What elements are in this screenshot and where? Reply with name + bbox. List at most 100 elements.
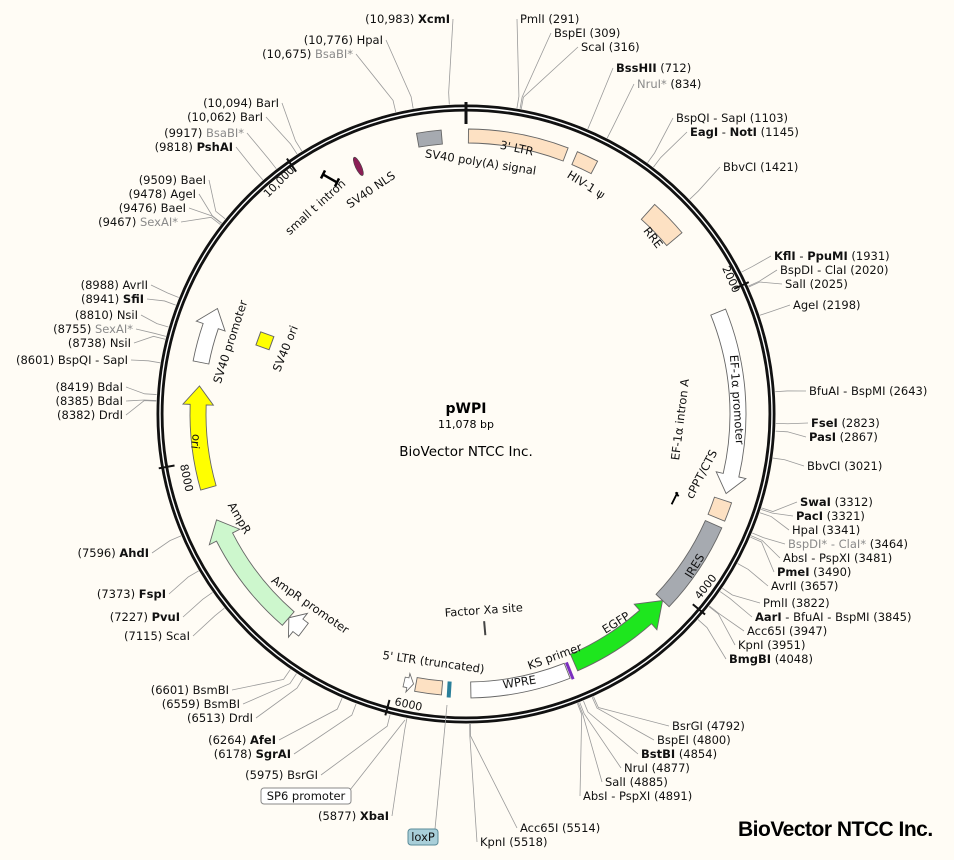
enzyme-site-label[interactable]: (8988) AvrII	[81, 278, 148, 292]
enzyme-name: EagI	[690, 125, 718, 139]
enzyme-site-label[interactable]: (10,675) BsaBI*	[262, 47, 353, 61]
enzyme-leader-line	[606, 83, 635, 139]
enzyme-site-label[interactable]: (8385) BdaI	[55, 394, 123, 408]
enzyme-site-label[interactable]: PmeI (3490)	[777, 565, 851, 579]
feature-label-sp6-promoter: SP6 promoter	[267, 789, 346, 803]
enzyme-position: (10,062)	[187, 110, 236, 124]
enzyme-site-label[interactable]: SalI (4885)	[605, 775, 668, 789]
enzyme-site-label[interactable]: BspEI (309)	[554, 26, 620, 40]
enzyme-site-label[interactable]: AbsI - PspXI (3481)	[783, 551, 892, 565]
enzyme-site-label[interactable]: (7596) AhdI	[77, 546, 149, 560]
enzyme-site-label[interactable]: (6601) BsmBI	[151, 683, 229, 697]
enzyme-site-label[interactable]: (5877) XbaI	[318, 809, 389, 823]
enzyme-site-label[interactable]: BmgBI (4048)	[729, 652, 813, 666]
enzyme-site-label[interactable]: ScaI (316)	[581, 40, 640, 54]
enzyme-site-label[interactable]: (8738) NsiI	[68, 336, 131, 350]
enzyme-site-label[interactable]: (10,983) XcmI	[365, 12, 450, 26]
enzyme-site-label[interactable]: AbsI - PspXI (4891)	[583, 789, 692, 803]
enzyme-site-label[interactable]: EagI - NotI (1145)	[690, 125, 799, 139]
enzyme-site-label[interactable]: (8810) NsiI	[75, 308, 138, 322]
enzyme-site-label[interactable]: PmlI (3822)	[763, 596, 830, 610]
enzyme-name: Acc65I	[747, 624, 785, 638]
enzyme-site-label[interactable]: (6559) BsmBI	[162, 697, 240, 711]
enzyme-site-label[interactable]: (8755) SexAI*	[53, 322, 133, 336]
feature-label-sv40-ori: SV40 ori	[270, 323, 301, 373]
enzyme-site-label[interactable]: (5975) BsrGI	[245, 768, 318, 782]
enzyme-site-label[interactable]: Acc65I (3947)	[747, 624, 827, 638]
enzyme-position: (6178)	[214, 747, 252, 761]
enzyme-site-label[interactable]: AgeI (2198)	[793, 298, 861, 312]
enzyme-site-label[interactable]: SalI (2025)	[785, 277, 848, 291]
enzyme-position: (712)	[660, 61, 691, 75]
enzyme-site-label[interactable]: PasI (2867)	[809, 430, 878, 444]
enzyme-name: PacI	[796, 509, 823, 523]
enzyme-site-label[interactable]: HpaI (3341)	[792, 523, 860, 537]
enzyme-position: (291)	[548, 12, 579, 26]
enzyme-leader-line	[125, 400, 157, 416]
enzyme-name: XbaI	[360, 809, 389, 823]
enzyme-name: ScaI	[166, 629, 190, 643]
enzyme-site-label[interactable]: (7373) FspI	[97, 587, 166, 601]
enzyme-labels: PmlI (291)BspEI (309)ScaI (316) BssHII (7…	[16, 12, 927, 849]
enzyme-leader-line	[391, 718, 408, 817]
enzyme-site-label[interactable]: (8382) DrdI	[57, 408, 123, 422]
enzyme-site-label[interactable]: BsrGI (4792)	[672, 719, 745, 733]
enzyme-site-label[interactable]: AvrII (3657)	[771, 579, 838, 593]
enzyme-name: BstBI	[641, 747, 675, 761]
enzyme-site-label[interactable]: KflI - PpuMI (1931)	[774, 249, 890, 263]
enzyme-site-label[interactable]: FseI (2823)	[811, 416, 880, 430]
enzyme-leader-line	[760, 509, 794, 517]
enzyme-site-label[interactable]: (8941) SfiI	[81, 292, 144, 306]
enzyme-site-label[interactable]: BfuAI - BspMI (2643)	[809, 384, 927, 398]
enzyme-site-label[interactable]: BspQI - SapI (1103)	[676, 111, 788, 125]
enzyme-site-label[interactable]: (9478) AgeI	[128, 187, 196, 201]
enzyme-leader-lines	[125, 18, 809, 843]
enzyme-site-label[interactable]: (9917) BsaBI*	[164, 126, 244, 140]
enzyme-site-label[interactable]: BbvCI (3021)	[807, 459, 882, 473]
enzyme-leader-line	[719, 591, 753, 618]
enzyme-site-label[interactable]: PacI (3321)	[796, 509, 865, 523]
enzyme-site-label[interactable]: (6264) AfeI	[208, 733, 276, 747]
enzyme-site-label[interactable]: BbvCI (1421)	[723, 160, 798, 174]
enzyme-name: SalI	[605, 775, 626, 789]
enzyme-site-label[interactable]: (10,094) BarI	[203, 96, 279, 110]
enzyme-site-label[interactable]: BspDI* - ClaI* (3464)	[788, 537, 908, 551]
enzyme-name: BspMI	[851, 384, 886, 398]
enzyme-site-label[interactable]: (9818) PshAI	[155, 140, 233, 154]
enzyme-site-label[interactable]: (9467) SexAI*	[98, 215, 178, 229]
enzyme-site-label[interactable]: PmlI (291)	[520, 12, 579, 26]
enzyme-name: SalI	[785, 277, 806, 291]
enzyme-site-label[interactable]: (6178) SgrAI	[214, 747, 291, 761]
enzyme-site-label[interactable]: NruI* (834)	[637, 77, 701, 91]
enzyme-position: (1931)	[851, 249, 889, 263]
enzyme-site-label[interactable]: (7227) PvuI	[110, 610, 180, 624]
enzyme-site-label[interactable]: (8419) BdaI	[55, 380, 123, 394]
enzyme-site-label[interactable]: (9476) BaeI	[119, 201, 186, 215]
enzyme-site-label[interactable]: (6513) DrdI	[187, 711, 253, 725]
enzyme-site-label[interactable]: (10,776) HpaI	[304, 33, 383, 47]
enzyme-site-label[interactable]: BstBI (4854)	[641, 747, 717, 761]
enzyme-leader-line	[265, 116, 298, 155]
enzyme-site-label[interactable]: KpnI (3951)	[738, 638, 805, 652]
enzyme-site-label[interactable]: AarI - BfuAI - BspMI (3845)	[755, 610, 911, 624]
enzyme-site-label[interactable]: (8601) BspQI - SapI	[16, 353, 128, 367]
enzyme-site-label[interactable]: KpnI (5518)	[480, 835, 547, 849]
feature-label-loxp: loxP	[411, 830, 435, 844]
enzyme-leader-line	[748, 269, 778, 287]
5-ltr-truncated-box	[414, 676, 444, 696]
enzyme-site-label[interactable]: (10,062) BarI	[187, 110, 263, 124]
enzyme-site-label[interactable]: BspEI (4800)	[657, 733, 731, 747]
enzyme-site-label[interactable]: SwaI (3312)	[800, 495, 873, 509]
enzyme-site-label[interactable]: (9509) BaeI	[139, 173, 206, 187]
enzyme-site-label[interactable]: Acc65I (5514)	[520, 821, 600, 835]
enzyme-position: (2198)	[822, 298, 860, 312]
factor-xa-mark	[483, 621, 487, 636]
enzyme-site-label[interactable]: BspDI - ClaI (2020)	[780, 263, 888, 277]
enzyme-site-label[interactable]: BssHII (712)	[616, 61, 691, 75]
enzyme-site-label[interactable]: NruI (4877)	[624, 761, 690, 775]
enzyme-leader-line	[593, 696, 670, 727]
enzyme-position: (2867)	[840, 430, 878, 444]
enzyme-site-label[interactable]: (7115) ScaI	[124, 629, 190, 643]
enzyme-position: (8755)	[53, 322, 91, 336]
enzyme-position: (8941)	[81, 292, 119, 306]
